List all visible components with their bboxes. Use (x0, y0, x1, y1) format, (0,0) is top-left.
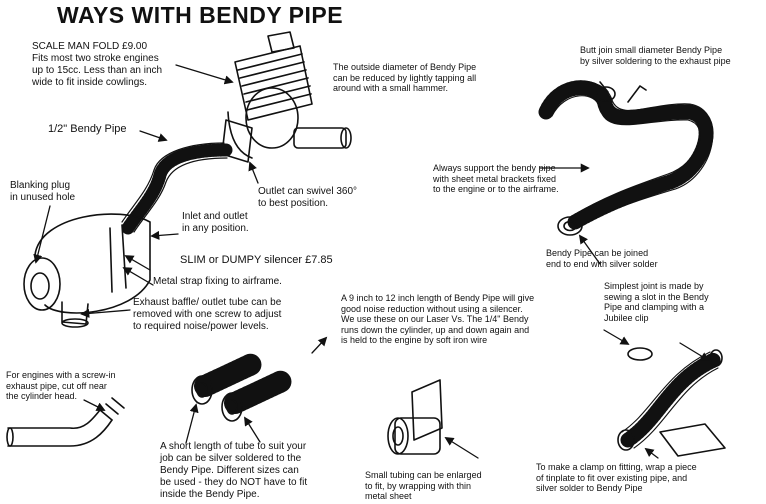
silencer-label: SLIM or DUMPY silencer £7.85 (180, 254, 333, 266)
screw-in-note: For engines with a screw-in exhaust pipe… (6, 370, 116, 402)
clamp-pipe-drawing (617, 347, 726, 457)
callout-arrows (33, 64, 710, 459)
exhaust-baffle-note: Exhaust baffle/ outlet tube can be remov… (133, 297, 282, 332)
simplest-joint-note: Simplest joint is made by sewing a slot … (604, 281, 709, 323)
short-pipes-drawing (191, 353, 293, 422)
inlet-outlet-note: Inlet and outlet in any position. (182, 211, 249, 234)
outside-diameter-note: The outside diameter of Bendy Pipe can b… (333, 62, 477, 94)
page-title: WAYS WITH BENDY PIPE (57, 2, 344, 28)
small-tubing-note: Small tubing can be enlarged to fit, by … (365, 470, 482, 502)
short-length-note: A short length of tube to suit your job … (160, 441, 308, 500)
half-inch-pipe-label: 1/2" Bendy Pipe (48, 123, 127, 135)
scale-man-fold-note: SCALE MAN FOLD £9.00 Fits most two strok… (32, 41, 163, 88)
blanking-plug-note: Blanking plug in unused hole (10, 180, 76, 203)
butt-join-note: Butt join small diameter Bendy Pipe by s… (580, 45, 731, 66)
engine-drawing (221, 31, 352, 163)
small-tubing-drawing (387, 379, 443, 455)
loop-pipe-drawing (538, 80, 714, 236)
silencer-drawing (23, 213, 151, 328)
metal-strap-note: Metal strap fixing to airframe. (153, 276, 282, 287)
make-clamp-note: To make a clamp on fitting, wrap a piece… (536, 462, 697, 494)
bendy-pipe-drawing (121, 143, 233, 235)
length-reduction-note: A 9 inch to 12 inch length of Bendy Pipe… (341, 293, 535, 346)
bendy-pipe-outline (121, 142, 228, 233)
outlet-swivel-note: Outlet can swivel 360° to best position. (258, 186, 358, 209)
always-support-note: Always support the bendy pipe with sheet… (433, 163, 559, 195)
joined-end-note: Bendy Pipe can be joined end to end with… (546, 248, 658, 269)
screw-in-pipe-drawing (6, 397, 125, 447)
